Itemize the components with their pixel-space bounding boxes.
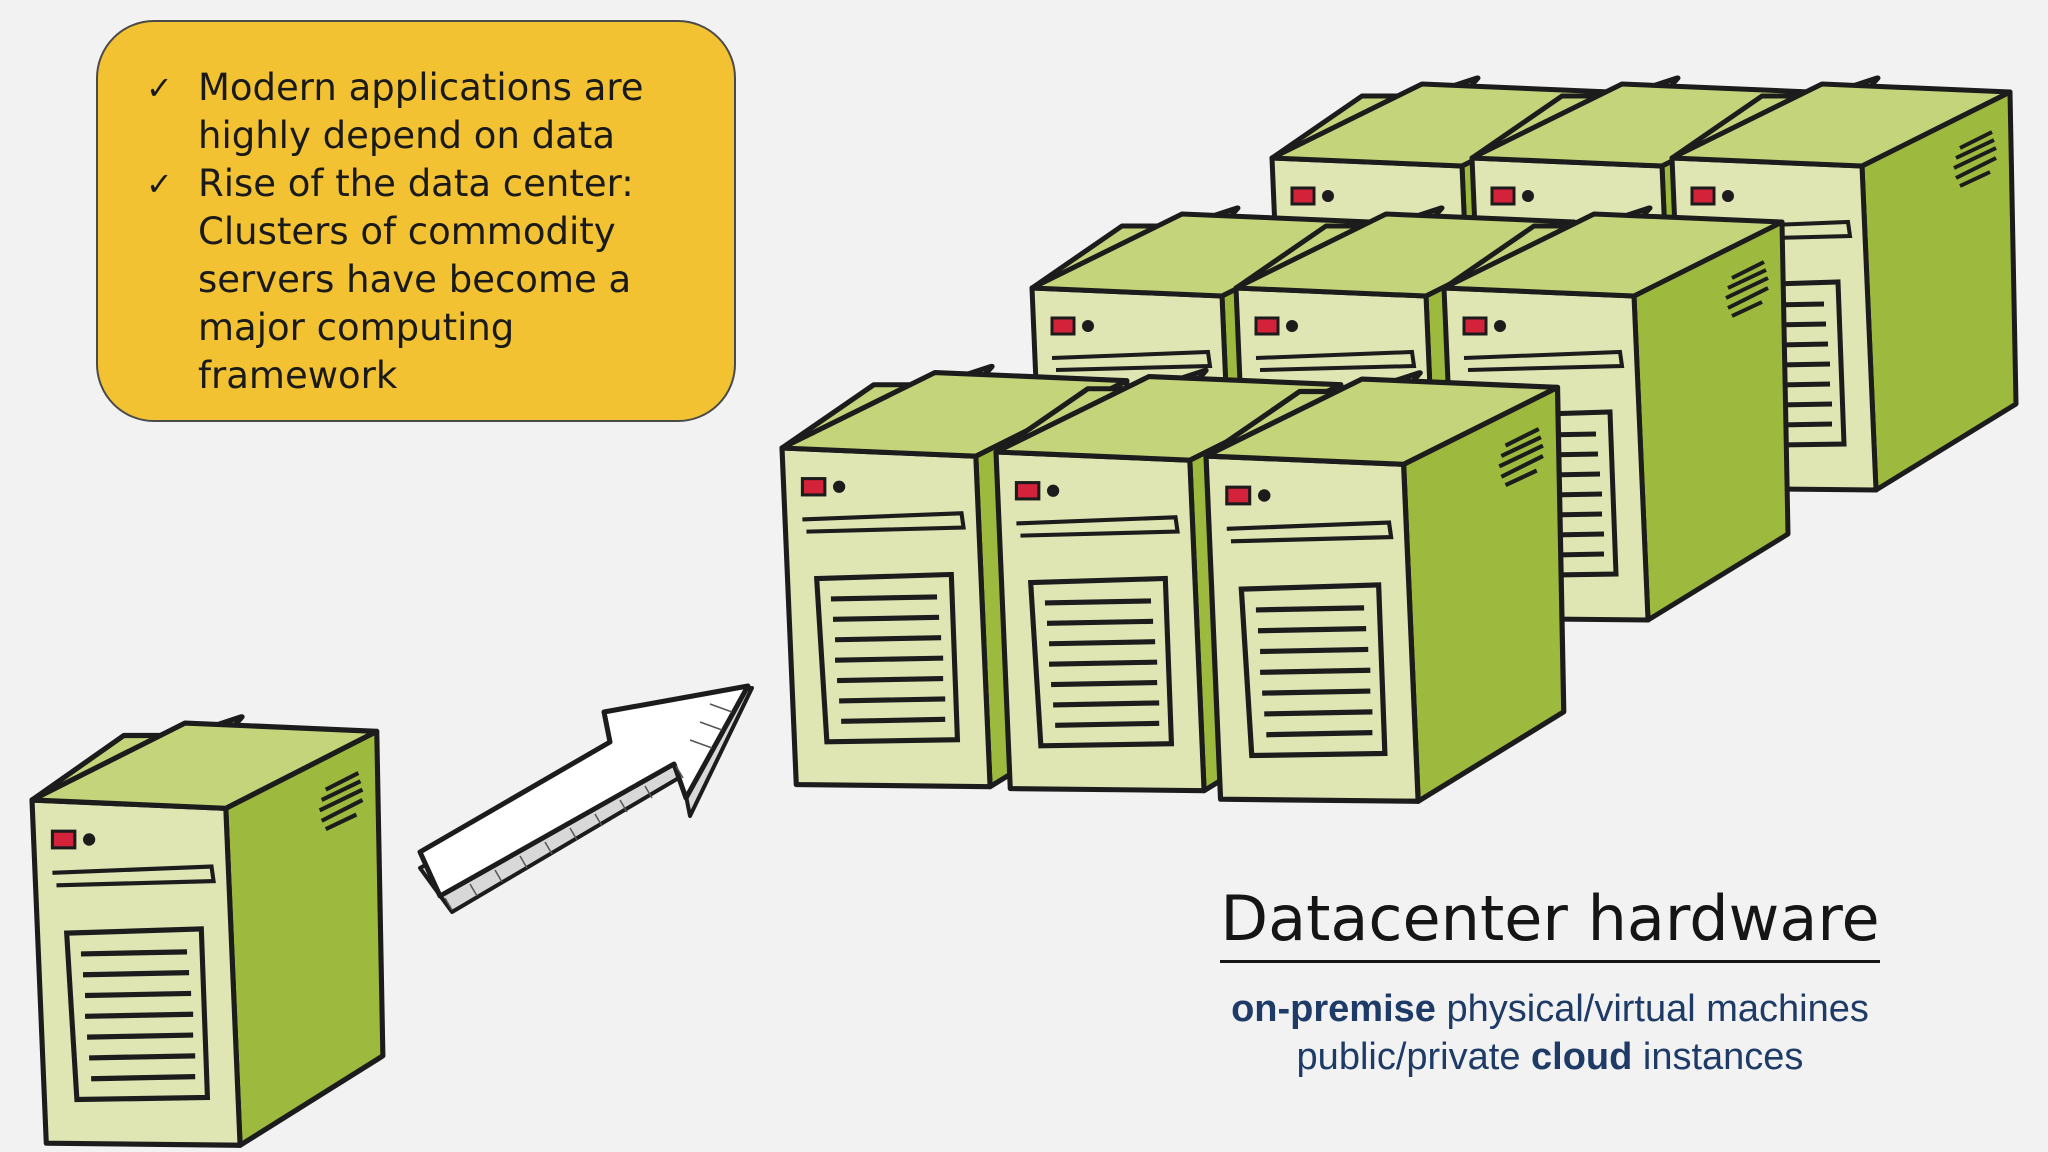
bullet-item: ✓ Modern applications are highly depend … xyxy=(146,64,694,160)
caption-line-1: on-premise physical/virtual machines xyxy=(1180,985,1920,1033)
caption-block: Datacenter hardware on-premise physical/… xyxy=(1180,880,1920,1081)
bullet-text: Modern applications are highly depend on… xyxy=(198,66,644,157)
caption-bold-on-premise: on-premise xyxy=(1231,988,1436,1030)
server-tower-icon xyxy=(32,717,383,1145)
arrow-up-right-icon xyxy=(417,683,754,914)
caption-line-2-start: public/private xyxy=(1296,1036,1532,1078)
bullet-item: ✓ Rise of the data center: Clusters of c… xyxy=(146,160,694,400)
caption-line-2-end: instances xyxy=(1632,1036,1804,1078)
server-tower-icon xyxy=(1206,373,1564,801)
bullet-text: Rise of the data center: Clusters of com… xyxy=(198,162,634,397)
caption-bold-cloud: cloud xyxy=(1531,1036,1633,1078)
check-icon: ✓ xyxy=(146,165,173,203)
caption-line-2: public/private cloud instances xyxy=(1180,1033,1920,1081)
callout-box: ✓ Modern applications are highly depend … xyxy=(96,20,736,422)
check-icon: ✓ xyxy=(146,69,173,107)
caption-line-1-rest: physical/virtual machines xyxy=(1435,988,1869,1030)
caption-title: Datacenter hardware xyxy=(1220,880,1880,963)
